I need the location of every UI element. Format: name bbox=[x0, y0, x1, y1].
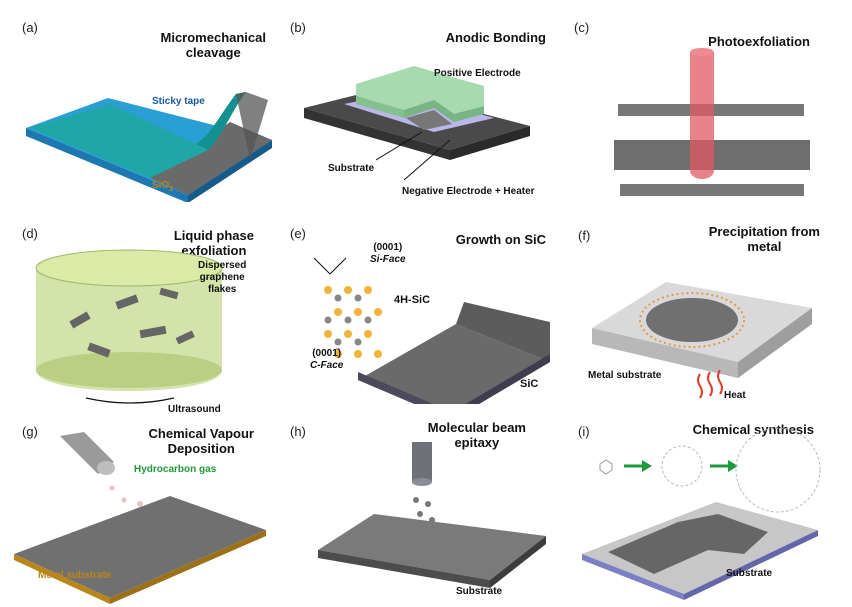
polytype-label: 4H-SiC bbox=[394, 294, 430, 306]
liquid-exfoliation-illustration bbox=[0, 202, 284, 404]
panel-f: (f) Precipitation from metal Metal subst… bbox=[568, 202, 852, 404]
metal-substrate-label: Metal substrate bbox=[38, 570, 111, 581]
tape-label: Sticky tape bbox=[152, 96, 205, 107]
mbe-illustration bbox=[284, 404, 568, 606]
panel-a: (a) Micromechanical cleavage Sticky tape… bbox=[0, 0, 284, 202]
sio2-label: SiO2 bbox=[152, 180, 173, 193]
si-face-label: (0001) Si-Face bbox=[370, 242, 406, 266]
photoexfoliation-illustration bbox=[568, 0, 852, 202]
dispersed-flakes-label: Dispersed graphene flakes bbox=[198, 260, 246, 296]
substrate-label: Substrate bbox=[726, 568, 772, 579]
cleavage-illustration bbox=[0, 0, 284, 202]
panel-b: (b) Anodic Bonding Positive Electrode Su… bbox=[284, 0, 568, 202]
substrate-label: Substrate bbox=[456, 586, 502, 597]
negative-electrode-label: Negative Electrode + Heater bbox=[402, 186, 535, 197]
substrate-label: Substrate bbox=[328, 163, 374, 174]
panel-h: (h) Molecular beam epitaxy Substrate bbox=[284, 404, 568, 606]
c-face-label: (0001̄) C-Face bbox=[310, 348, 343, 372]
heat-label: Heat bbox=[724, 390, 746, 401]
panel-d: (d) Liquid phase exfoliation Dispersed g… bbox=[0, 202, 284, 404]
anodic-bonding-illustration bbox=[284, 0, 568, 202]
sic-label: SiC bbox=[520, 378, 538, 390]
panel-e: (e) Growth on SiC (0001) Si-Face 4H-SiC … bbox=[284, 202, 568, 404]
hydrocarbon-gas-label: Hydrocarbon gas bbox=[134, 464, 216, 475]
metal-substrate-label: Metal substrate bbox=[588, 370, 661, 381]
chemical-synthesis-illustration bbox=[568, 404, 852, 606]
positive-electrode-label: Positive Electrode bbox=[434, 68, 521, 79]
panel-g: (g) Chemical Vapour Deposition Hydrocarb… bbox=[0, 404, 284, 606]
panel-i: (i) Chemical synthesis Substrate bbox=[568, 404, 852, 606]
panel-c: (c) Photoexfoliation bbox=[568, 0, 852, 202]
